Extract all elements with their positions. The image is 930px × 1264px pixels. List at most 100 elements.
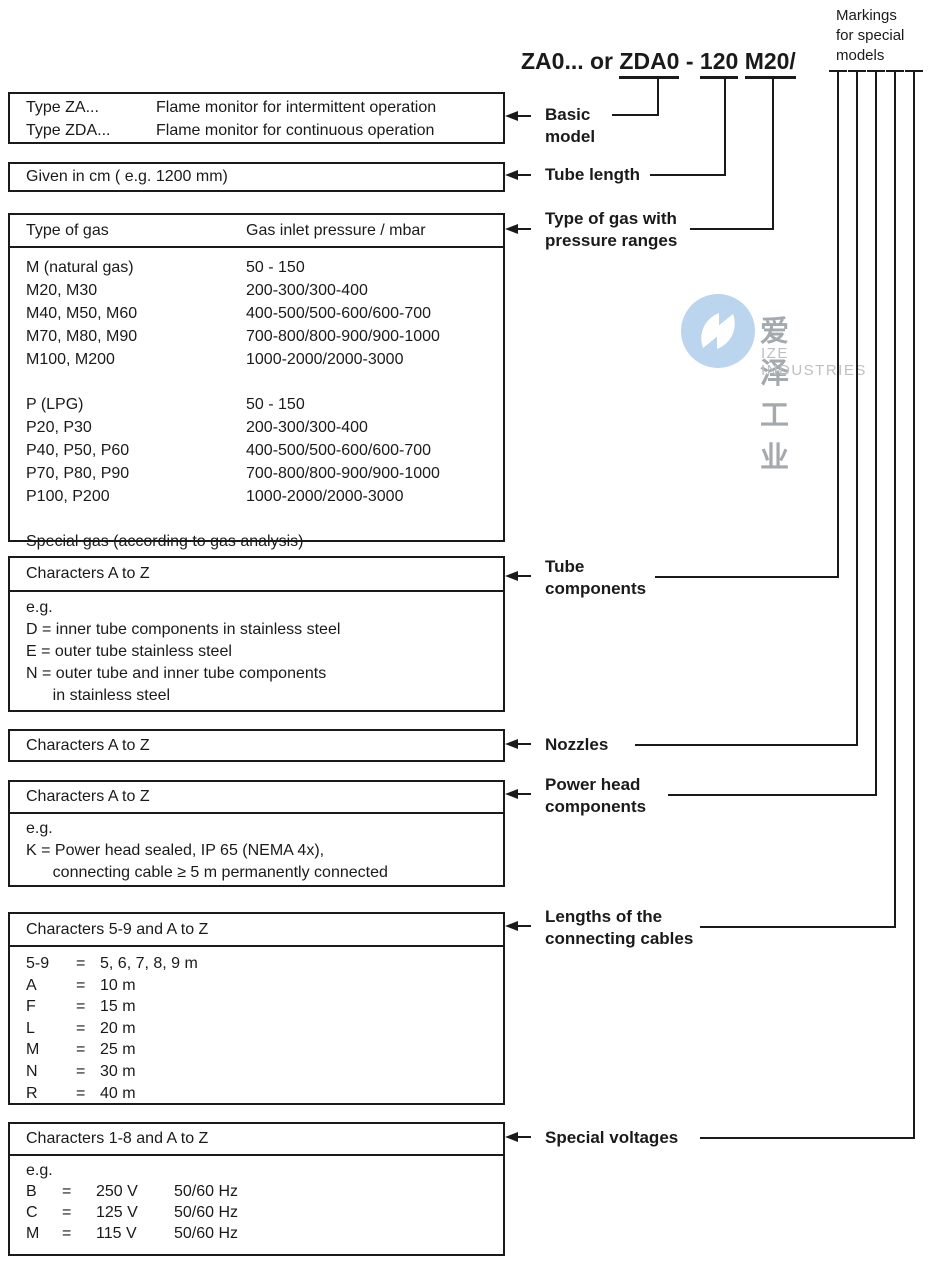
label-gas-type: Type of gas with pressure ranges <box>545 209 678 250</box>
box-basic-model: Type ZA... Flame monitor for intermittent… <box>8 92 505 144</box>
gas-pressure: 50 - 150 <box>246 259 305 276</box>
connector-power-head-hline <box>668 794 877 796</box>
power-head-header: Characters A to Z <box>10 782 503 814</box>
type-desc: Flame monitor for continuous operation <box>156 122 435 139</box>
cable-row: N=30 m <box>26 1061 503 1083</box>
connector-voltages-hline <box>700 1137 915 1139</box>
gas-pressure: 400-500/500-600/600-700 <box>246 305 432 322</box>
equals-sign: = <box>76 998 86 1016</box>
cable-length: 40 m <box>100 1084 136 1102</box>
label-cables: Lengths of the connecting cables <box>545 907 694 948</box>
gas-type: M (natural gas) <box>26 259 134 276</box>
gas-type: M20, M30 <box>26 282 98 299</box>
voltage-freq: 50/60 Hz <box>174 1183 239 1200</box>
connector-power-head-vline <box>875 70 877 796</box>
equals-sign: = <box>76 1019 86 1037</box>
box-nozzles: Characters A to Z <box>8 729 505 762</box>
markings-note: Markings for special models <box>836 7 905 64</box>
connector-tube-length-vline <box>724 79 726 176</box>
connector-nozzles-hline <box>635 744 858 746</box>
gas-pressure: 200-300/300-400 <box>246 282 368 299</box>
box-tube-length: Given in cm ( e.g. 1200 mm) <box>8 162 505 192</box>
gas-pressure: 200-300/300-400 <box>246 419 368 436</box>
equals-sign: = <box>76 1084 86 1102</box>
cable-length: 25 m <box>100 1041 136 1059</box>
cable-length: 20 m <box>100 1019 136 1037</box>
voltage-freq: 50/60 Hz <box>174 1225 239 1242</box>
equals-sign: = <box>76 976 86 994</box>
voltage-freq: 50/60 Hz <box>174 1204 239 1221</box>
cable-code: A <box>26 976 37 994</box>
gas-table-header: Type of gas Gas inlet pressure / mbar <box>10 215 503 248</box>
watermark-cjk-text: 爱泽工业 <box>760 316 793 474</box>
cable-length: 30 m <box>100 1062 136 1080</box>
code-segment-gas: M20/ <box>744 48 796 79</box>
connector-voltages-vline <box>913 70 915 1139</box>
type-code: Type ZA... <box>26 99 99 116</box>
left-arrow-icon <box>505 111 531 121</box>
connector-basic-model-hline <box>612 114 659 116</box>
equals-sign: = <box>76 955 86 972</box>
gas-type: P100, P200 <box>26 488 110 505</box>
connector-cables-hline <box>700 926 896 928</box>
cable-length: 15 m <box>100 998 136 1016</box>
gas-row: M20, M30 200-300/300-400 <box>26 279 503 302</box>
basic-model-row: Type ZA... Flame monitor for intermittent… <box>26 96 503 119</box>
cable-code: M <box>26 1041 40 1059</box>
equals-sign: = <box>76 1062 86 1080</box>
cable-code: L <box>26 1019 35 1037</box>
tube-components-header: Characters A to Z <box>10 558 503 592</box>
ize-logo-icon <box>681 294 755 368</box>
gas-type: M100, M200 <box>26 351 115 368</box>
connector-gas-hline <box>690 228 774 230</box>
cables-header: Characters 5-9 and A to Z <box>10 914 503 947</box>
box-tube-components: Characters A to Z e.g. D = inner tube co… <box>8 556 505 712</box>
code-segment-basic-model: ZDA0 <box>619 48 680 79</box>
cable-row: R=40 m <box>26 1083 503 1105</box>
box-gas-table: Type of gas Gas inlet pressure / mbar M … <box>8 213 505 550</box>
code-segment-tube-length: 120 <box>699 48 739 79</box>
cable-row: A = 10 m <box>26 975 503 997</box>
gas-pressure: 50 - 150 <box>246 396 305 413</box>
cable-row: M=25 m <box>26 1039 503 1061</box>
left-arrow-icon <box>505 170 531 180</box>
box-cables: Characters 5-9 and A to Z 5-9 = 5, 6, 7, 8… <box>8 912 505 1105</box>
voltage-code: C <box>26 1204 38 1221</box>
voltage-code: M <box>26 1225 40 1242</box>
equals-sign: = <box>62 1204 72 1221</box>
gas-type: M40, M50, M60 <box>26 305 138 322</box>
cable-row: 5-9 = 5, 6, 7, 8, 9 m <box>26 953 503 975</box>
label-basic-model: Basic model <box>545 105 596 146</box>
power-head-examples: e.g. K = Power head sealed, IP 65 (NEMA … <box>26 820 388 881</box>
cable-length: 5, 6, 7, 8, 9 m <box>100 955 198 972</box>
left-arrow-icon <box>505 739 531 749</box>
cable-length: 10 m <box>100 976 136 994</box>
connector-basic-model-vline <box>657 79 659 116</box>
cable-code: 5-9 <box>26 955 50 972</box>
voltage-value: 250 V <box>96 1183 138 1200</box>
label-nozzles: Nozzles <box>545 735 609 754</box>
gas-row: P (LPG)50 - 150 <box>26 393 503 416</box>
equals-sign: = <box>62 1225 72 1242</box>
nozzles-header: Characters A to Z <box>26 737 150 754</box>
watermark-latin-text: IZE INDUSTRIES <box>761 345 867 379</box>
type-desc: Flame monitor for intermittent operation <box>156 99 437 116</box>
gas-header-col1: Type of gas <box>26 221 109 239</box>
gas-row: M (natural gas) 50 - 150 <box>26 256 503 279</box>
gas-footer: Special gas (according to gas analysis) <box>26 533 304 550</box>
label-tube-components: Tube components <box>545 557 647 598</box>
left-arrow-icon <box>505 224 531 234</box>
left-arrow-icon <box>505 921 531 931</box>
voltage-value: 115 V <box>96 1225 137 1242</box>
gas-pressure: 700-800/800-900/900-1000 <box>246 328 440 345</box>
gas-pressure: 400-500/500-600/600-700 <box>246 442 432 459</box>
